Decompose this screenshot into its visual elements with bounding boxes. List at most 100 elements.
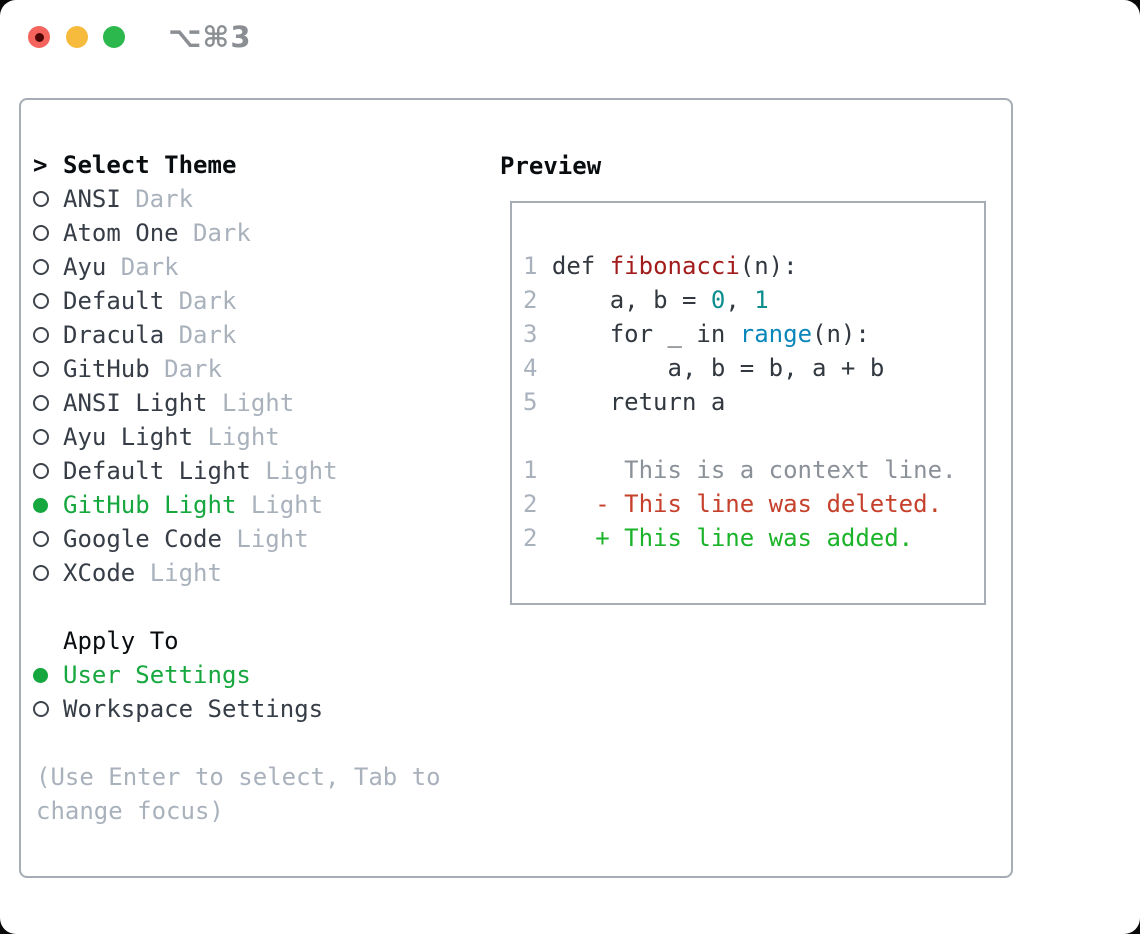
code-token: (n):: [739, 252, 798, 280]
theme-variant-tag: Light: [207, 423, 280, 451]
code-token: [537, 354, 667, 382]
radio-unselected-icon: [33, 463, 63, 479]
radio-unselected-icon: [33, 395, 63, 411]
apply-to-option-label: User Settings: [63, 661, 251, 689]
theme-variant-tag: Dark: [120, 253, 179, 281]
apply-to-option-label: Workspace Settings: [63, 695, 324, 723]
code-token: b: [869, 354, 885, 382]
diff-text: + This line was added.: [537, 524, 914, 552]
theme-option[interactable]: GitHub Light Light: [33, 488, 338, 522]
theme-variant-tag: Light: [221, 389, 295, 417]
code-token: range: [739, 320, 813, 348]
line-number: 1: [523, 252, 538, 280]
theme-variant-tag: Dark: [135, 185, 194, 213]
code-token: [696, 388, 710, 416]
radio-unselected-icon: [33, 259, 63, 275]
code-token: 1: [754, 286, 769, 314]
code-content: for _ in range(n):: [537, 320, 870, 348]
code-token: in: [696, 320, 726, 348]
code-token: a: [667, 354, 682, 382]
theme-variant-tag: Light: [250, 491, 324, 519]
theme-option[interactable]: Ayu Light Light: [33, 420, 338, 454]
code-token: for: [609, 320, 654, 348]
theme-option[interactable]: ANSI Dark: [33, 182, 338, 216]
code-content: a, b = 0, 1: [537, 286, 769, 314]
close-button[interactable]: [28, 26, 50, 48]
radio-unselected-icon: [33, 191, 63, 207]
code-token: 0: [710, 286, 726, 314]
code-token: return: [609, 388, 697, 416]
diff-block: 1 This is a context line.2 - This line w…: [523, 453, 984, 555]
radio-selected-icon: [33, 668, 63, 683]
theme-variant-tag: Dark: [164, 355, 222, 383]
theme-name: Google Code: [63, 525, 222, 553]
zoom-button[interactable]: [103, 26, 125, 48]
code-token: [725, 320, 739, 348]
theme-name: GitHub Light: [63, 491, 237, 519]
code-token: b: [653, 286, 668, 314]
radio-unselected-icon: [33, 531, 63, 547]
theme-option[interactable]: Google Code Light: [33, 522, 338, 556]
theme-name: Default: [63, 287, 165, 315]
theme-name: Default Light: [63, 457, 251, 485]
code-token: [537, 252, 551, 280]
theme-option[interactable]: GitHub Dark: [33, 352, 338, 386]
theme-variant-tag: Light: [236, 525, 309, 553]
code-token: ,: [783, 354, 813, 382]
theme-variant-tag: Dark: [178, 287, 237, 315]
code-line: 5 return a: [523, 385, 984, 419]
theme-option[interactable]: Default Dark: [33, 284, 338, 318]
select-theme-title: Select Theme: [63, 151, 237, 179]
line-number: 3: [523, 320, 538, 348]
code-line: 1 def fibonacci(n):: [523, 249, 984, 283]
theme-name: Ayu Light: [63, 423, 194, 451]
theme-option[interactable]: Ayu Dark: [33, 250, 338, 284]
cursor-caret-icon: >: [33, 151, 48, 179]
radio-unselected-icon: [33, 225, 63, 241]
close-dot-icon: [34, 32, 44, 42]
blank-line: [523, 419, 984, 453]
code-token: a: [710, 388, 726, 416]
code-token: b: [768, 354, 784, 382]
line-number: 4: [523, 354, 538, 382]
diff-line-added: 2 + This line was added.: [523, 521, 984, 555]
radio-selected-icon: [33, 498, 63, 513]
code-token: a: [609, 286, 625, 314]
code-token: (n):: [812, 320, 870, 348]
code-token: _: [653, 320, 697, 348]
theme-name: GitHub: [63, 355, 150, 383]
radio-unselected-icon: [33, 701, 63, 717]
hint-line-1: (Use Enter to select, Tab to: [36, 763, 441, 791]
theme-name: XCode: [63, 559, 136, 587]
code-line: 2 a, b = 0, 1: [523, 283, 984, 317]
window-title: ⌥⌘3: [168, 20, 252, 54]
keyboard-hint: (Use Enter to select, Tab to change focu…: [36, 760, 441, 828]
code-token: a: [812, 354, 827, 382]
diff-text: - This line was deleted.: [537, 490, 943, 518]
code-content: return a: [537, 388, 726, 416]
code-content: def fibonacci(n):: [537, 252, 798, 280]
radio-unselected-icon: [33, 327, 63, 343]
preview-header: Preview: [500, 152, 602, 180]
minimize-button[interactable]: [66, 26, 88, 48]
line-number: 5: [523, 388, 538, 416]
theme-name: ANSI: [63, 185, 121, 213]
theme-name: Ayu: [63, 253, 107, 281]
theme-name: Atom One: [63, 219, 179, 247]
apply-to-option[interactable]: Workspace Settings: [33, 692, 323, 726]
code-token: [537, 286, 609, 314]
code-line: 3 for _ in range(n):: [523, 317, 984, 351]
code-content: a, b = b, a + b: [537, 354, 885, 382]
code-token: =: [725, 354, 769, 382]
apply-to-option[interactable]: User Settings: [33, 658, 323, 692]
radio-unselected-icon: [33, 361, 63, 377]
